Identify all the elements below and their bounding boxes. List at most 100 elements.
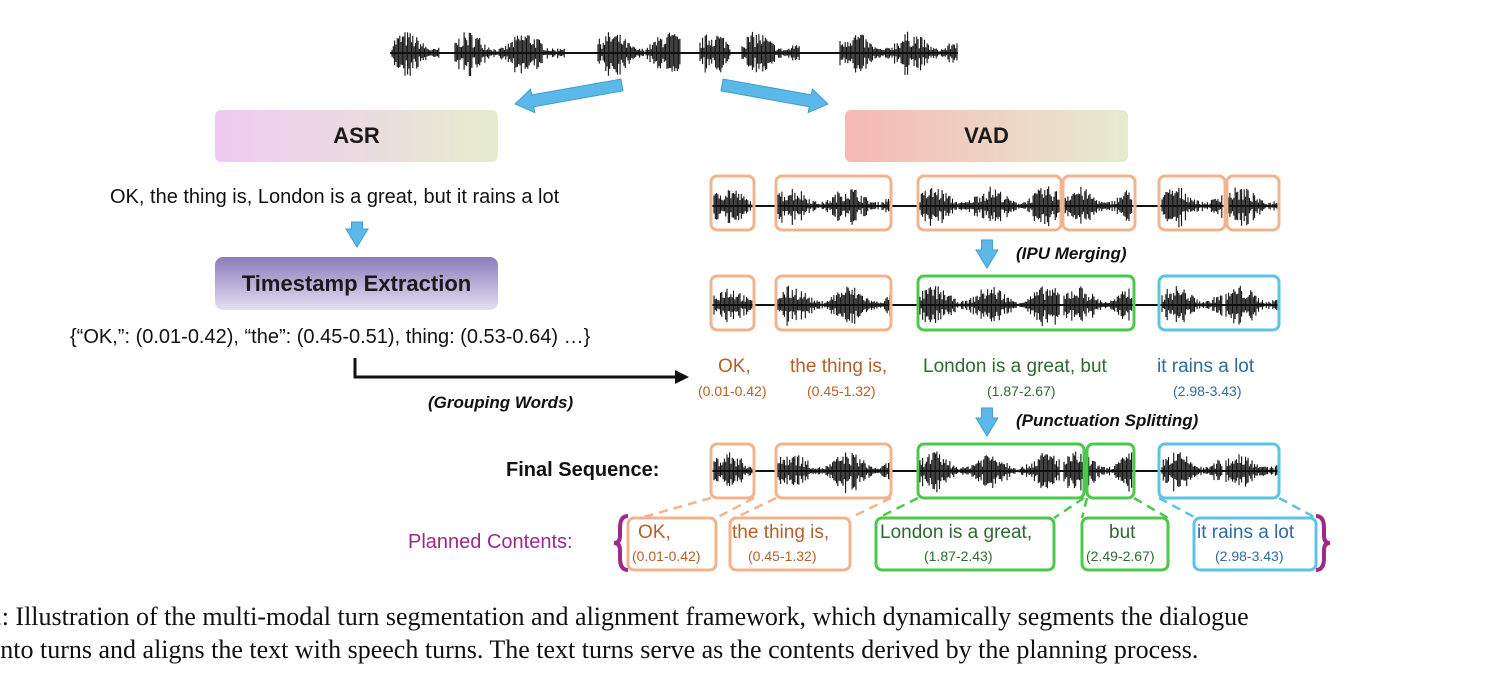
waveform-bursts xyxy=(597,32,681,76)
waveform xyxy=(391,32,440,76)
segment-box xyxy=(728,516,852,572)
planned-word: it rains a lot xyxy=(1197,522,1295,543)
planned-time: (2.49-2.67) xyxy=(1086,548,1155,564)
ipu-merging-label: (IPU Merging) xyxy=(1016,244,1127,263)
vad-box-bg xyxy=(845,110,1128,162)
alignment-line xyxy=(1278,496,1317,520)
segment-box xyxy=(1061,174,1137,232)
segment-box xyxy=(874,516,1056,572)
waveform-bursts xyxy=(1225,454,1279,487)
alignment-line xyxy=(877,496,919,520)
arrow-punctuation-splitting xyxy=(975,407,999,437)
segment-box xyxy=(1192,516,1318,572)
alignment-line xyxy=(639,496,712,520)
waveform-bursts xyxy=(1063,286,1133,322)
segment-boxes xyxy=(626,174,1318,572)
planned-word: London is a great, xyxy=(880,522,1033,543)
alignment-line xyxy=(734,496,777,520)
grouping-words-label: (Grouping Words) xyxy=(428,393,574,412)
arrows xyxy=(345,78,999,437)
waveform xyxy=(741,31,800,73)
waveform xyxy=(1225,285,1279,325)
waveform xyxy=(454,32,565,77)
final-sequence-label: Final Sequence: xyxy=(506,459,660,481)
asr-output-text: OK, the thing is, London is a great, but… xyxy=(110,186,560,208)
waveform xyxy=(1225,454,1279,487)
grouping-arrow-line xyxy=(353,358,680,379)
waveform xyxy=(919,286,1060,327)
segment-box xyxy=(774,274,893,332)
waveform-bursts xyxy=(699,34,731,73)
planned-word: OK, xyxy=(638,522,671,543)
waveform-bursts xyxy=(713,452,753,487)
segment-box xyxy=(626,516,718,572)
vad-label: VAD xyxy=(964,123,1009,148)
waveform-bursts xyxy=(713,288,753,323)
planned-contents-label: Planned Contents: xyxy=(408,531,573,553)
segment-box xyxy=(1085,442,1136,500)
waveform-bursts xyxy=(1063,451,1133,492)
waveform-bursts xyxy=(1225,285,1279,325)
alignment-line xyxy=(1053,496,1085,520)
waveform xyxy=(919,186,1060,227)
segment-box xyxy=(709,442,756,500)
grouping-arrow-head xyxy=(675,370,689,384)
waveform-bursts xyxy=(777,189,891,225)
waveform-bursts xyxy=(741,31,800,73)
alignment-line xyxy=(1133,496,1169,520)
alignment-line xyxy=(1158,496,1197,520)
planned-time: (0.45-1.32) xyxy=(748,548,817,564)
waveform-bursts xyxy=(839,31,958,75)
waveform xyxy=(713,288,753,323)
segment-box xyxy=(709,174,756,232)
figure-caption: re 2: Illustration of the multi-modal tu… xyxy=(0,600,1249,666)
segment-box xyxy=(1157,174,1227,232)
segment-box xyxy=(916,174,1063,232)
grouped-word: OK, xyxy=(718,356,751,377)
waveform-bursts xyxy=(919,286,1060,327)
waveform xyxy=(777,452,891,494)
waveform-bursts xyxy=(777,285,891,326)
waveform-bursts xyxy=(391,32,440,76)
waveform xyxy=(1063,451,1133,492)
segment-box xyxy=(774,442,893,500)
segment-box xyxy=(709,274,756,332)
brace xyxy=(1315,514,1331,572)
arrow-to-asr xyxy=(514,78,624,114)
segment-box xyxy=(774,174,893,232)
waveform xyxy=(1161,452,1223,492)
asr-label: ASR xyxy=(333,123,380,148)
waveform xyxy=(1225,187,1279,226)
waveform-bursts xyxy=(1225,187,1279,226)
grouped-time: (1.87-2.67) xyxy=(987,383,1056,399)
waveform-bursts xyxy=(1161,452,1223,492)
waveform xyxy=(699,34,731,73)
waveform xyxy=(1063,286,1133,322)
segment-box xyxy=(916,274,1136,332)
grouped-word: it rains a lot xyxy=(1157,356,1255,377)
planned-word: but xyxy=(1109,522,1136,543)
segment-box xyxy=(1157,442,1281,500)
timestamp-box-bg xyxy=(215,257,498,310)
waveform xyxy=(1161,187,1223,228)
grouped-time: (0.01-0.42) xyxy=(698,383,767,399)
planned-word: the thing is, xyxy=(732,522,830,543)
planned-time: (1.87-2.43) xyxy=(924,548,993,564)
segment-box xyxy=(916,442,1086,500)
waveform-bursts xyxy=(454,32,565,77)
caption-line-1: re 2: Illustration of the multi-modal tu… xyxy=(0,602,1249,631)
waveform xyxy=(713,190,753,224)
segment-box xyxy=(1080,516,1170,572)
waveform xyxy=(919,451,1060,493)
waveforms xyxy=(390,31,1279,494)
waveform-bursts xyxy=(713,190,753,224)
brace xyxy=(613,514,629,572)
waveform-bursts xyxy=(919,186,1060,227)
waveform-bursts xyxy=(1161,286,1223,323)
waveform-bursts xyxy=(919,451,1060,493)
grouped-word: the thing is, xyxy=(790,356,888,377)
waveform-bursts xyxy=(1063,186,1133,224)
waveform xyxy=(777,285,891,326)
